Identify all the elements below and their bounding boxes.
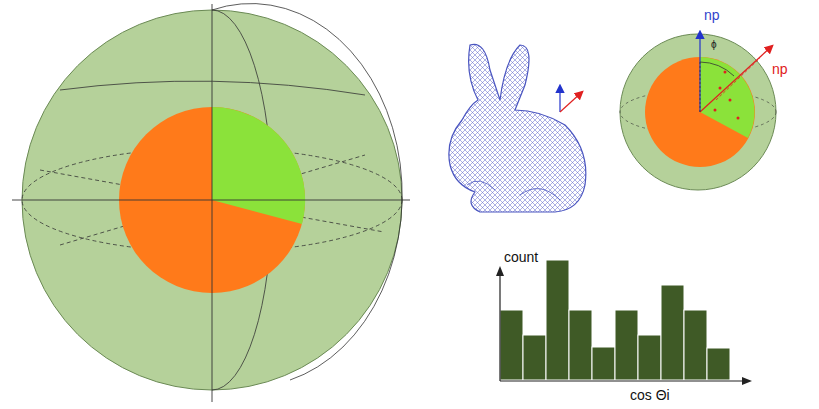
axis-label: cos Θi [630, 388, 670, 402]
axis-arrowheads [496, 266, 752, 385]
normal-label: np [772, 62, 788, 76]
histogram [500, 260, 730, 380]
angle-label: ϕ [711, 40, 717, 50]
small-sphere [620, 32, 776, 190]
normal-label: np [704, 8, 720, 22]
bunny-mesh [449, 44, 586, 212]
large-sphere [12, 4, 410, 402]
axis-label: count [504, 250, 538, 264]
histogram-axes [500, 270, 748, 381]
